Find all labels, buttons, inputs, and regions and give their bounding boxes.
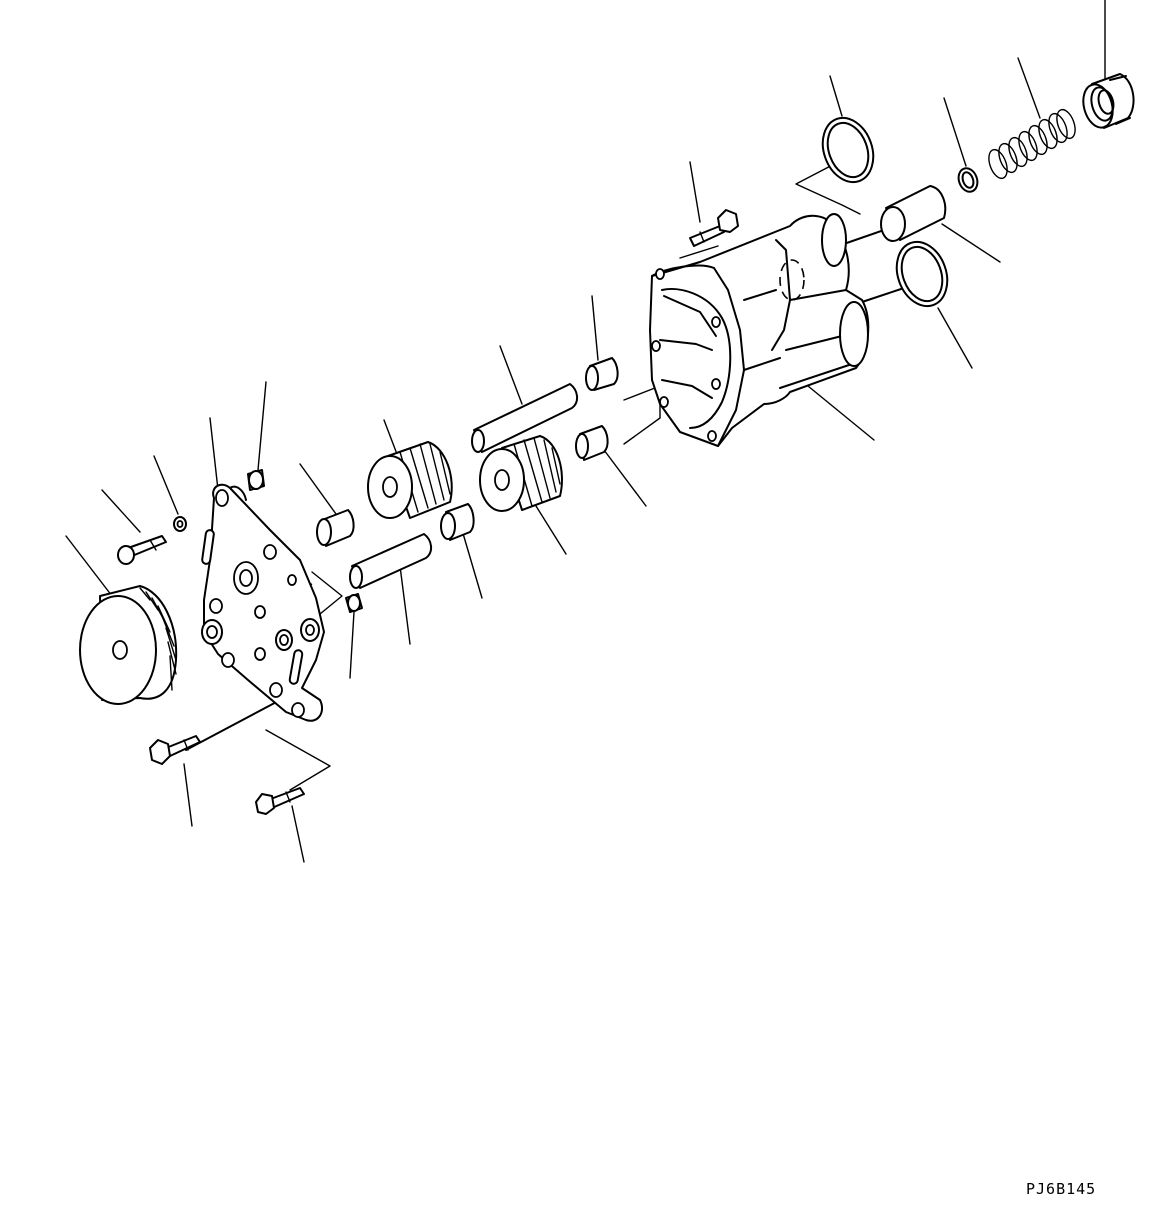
leader-snap-ring — [944, 98, 966, 166]
leader-dowel-lower — [350, 612, 354, 678]
leader-o-ring-upper — [830, 76, 842, 116]
leader-bushing-upper-right — [592, 296, 598, 360]
dowel-lower — [346, 594, 362, 612]
leader-housing-bracket — [624, 386, 660, 444]
axis-bolt-to-plate — [186, 698, 284, 750]
snap-ring — [955, 166, 980, 195]
leader-bushing-left — [300, 464, 336, 514]
leader-bolt-upper-left — [102, 490, 140, 532]
plate-hole-top — [216, 490, 228, 506]
leader-housing-bolt — [690, 162, 700, 222]
leader-gear-right — [536, 506, 566, 554]
bolt-bottom — [256, 788, 304, 814]
leader-pulley — [66, 536, 112, 596]
leader-bolt-bottom — [292, 806, 304, 862]
o-ring-lower — [888, 235, 956, 313]
housing-port-upper — [822, 214, 846, 266]
dowel-upper — [248, 470, 264, 490]
leader-o-ring-upper-branch — [796, 160, 860, 214]
leader-o-ring-lower — [938, 308, 972, 368]
leader-bushing-mid — [462, 530, 482, 598]
leader-washer — [154, 456, 178, 514]
washer-upper — [174, 517, 186, 531]
leader-plate-bracket — [312, 572, 342, 614]
leader-shaft-upper — [500, 346, 522, 404]
shaft-lower — [350, 534, 431, 588]
leader-cover-plate — [210, 418, 218, 490]
housing-port-lower — [840, 302, 868, 366]
leader-housing — [808, 386, 874, 440]
bolt-housing — [690, 210, 738, 246]
bolt-lower-left — [150, 736, 200, 764]
pulley — [80, 586, 176, 704]
o-ring-upper — [814, 111, 882, 189]
gear-right — [480, 436, 562, 511]
leader-bolt-lower — [184, 764, 192, 826]
valve-sleeve — [881, 186, 945, 241]
gear-left — [368, 442, 452, 518]
pump-housing — [650, 214, 868, 446]
leader-dowel-upper — [258, 382, 266, 470]
shaft-upper — [472, 384, 577, 452]
leader-spring — [1018, 58, 1040, 118]
front-cover-plate — [202, 485, 324, 721]
leader-valve-sleeve — [942, 224, 1000, 262]
leader-bushing-lower-right — [604, 450, 646, 506]
callout-leaders — [66, 0, 1105, 862]
bolt-upper-left — [118, 536, 166, 564]
bushing-upper-right — [586, 358, 618, 390]
axis-housing-lower — [862, 288, 904, 302]
pulley-bore — [113, 641, 127, 659]
leader-bolt-bracket — [680, 246, 718, 258]
bushing-lower-right — [576, 426, 608, 460]
bushing-mid — [441, 504, 474, 540]
leader-bolt-bottom-branch — [266, 730, 330, 790]
drawing-code-label: PJ6B145 — [1026, 1180, 1097, 1198]
bushing-left — [317, 510, 354, 546]
spring — [985, 107, 1078, 181]
leader-shaft-lower — [400, 566, 410, 644]
plug — [1079, 74, 1134, 131]
